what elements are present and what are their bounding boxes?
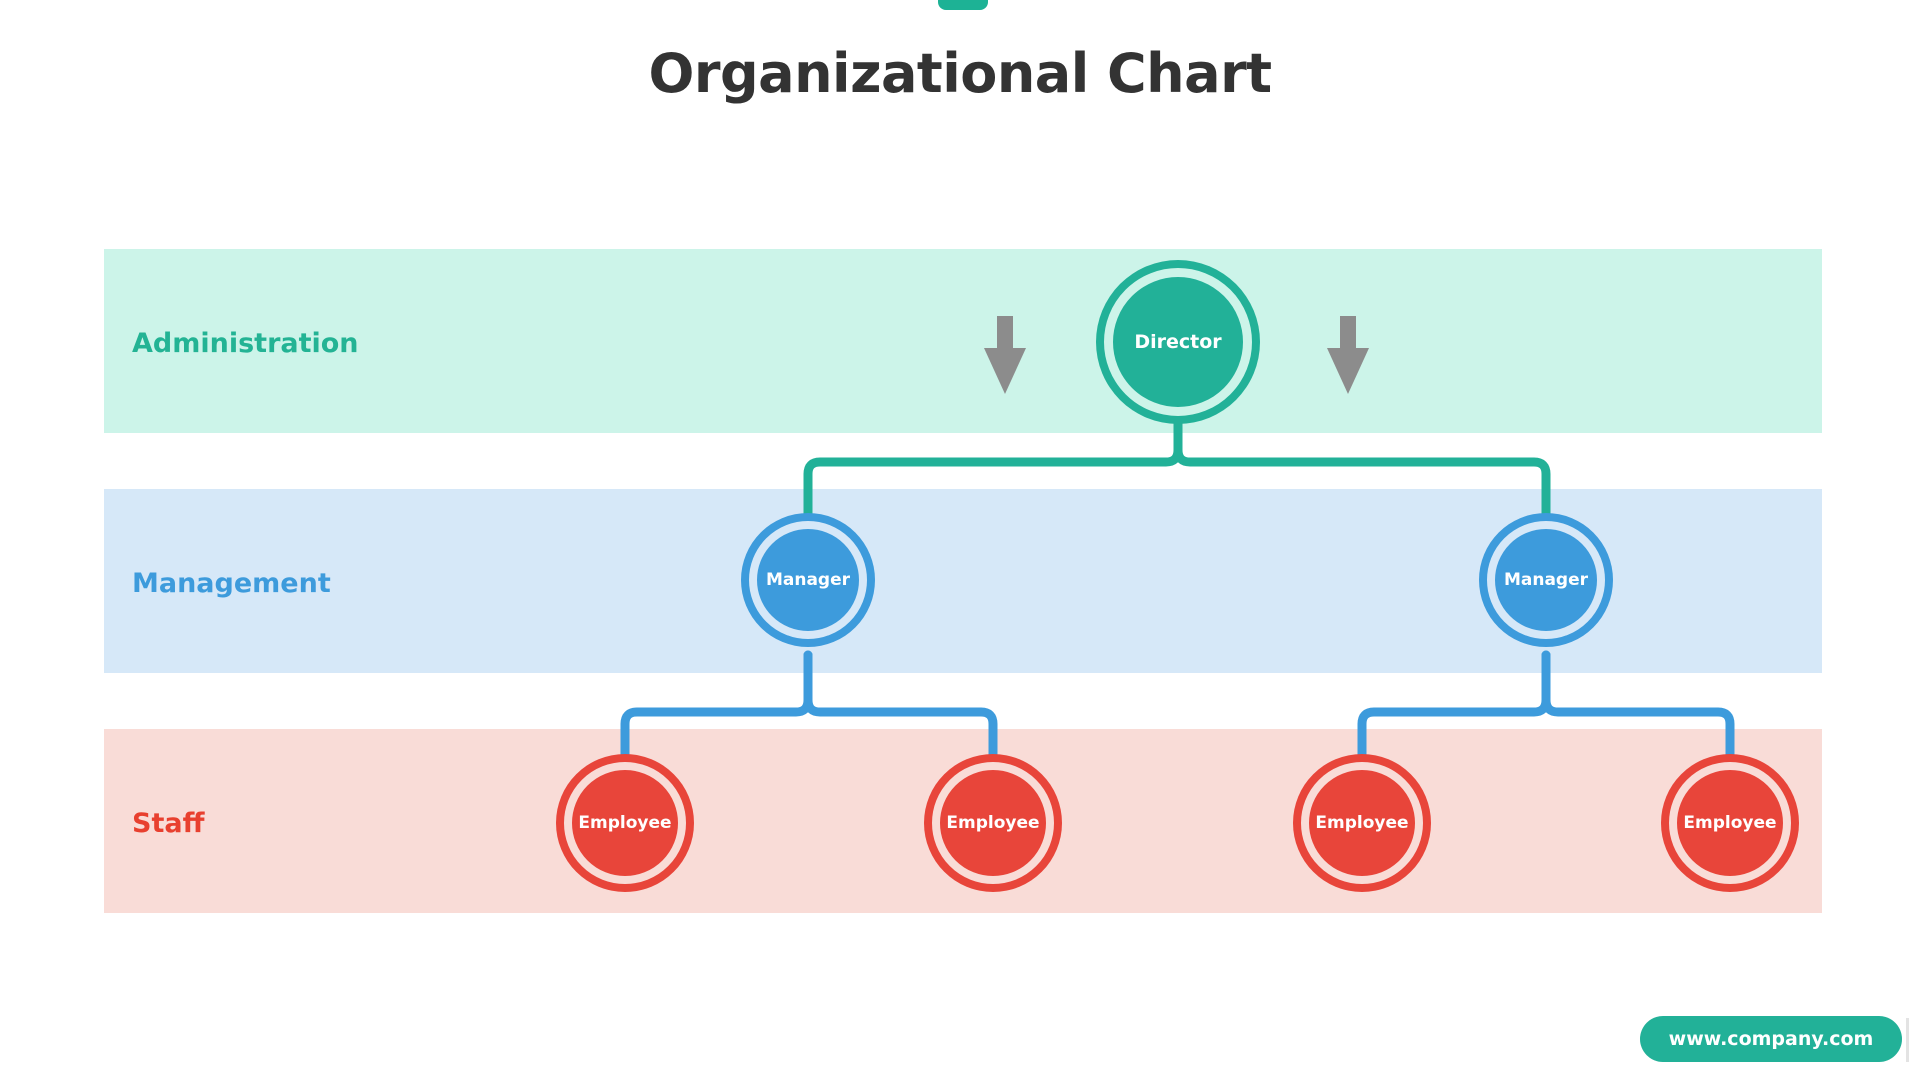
website-label: www.company.com [1668,1028,1874,1050]
row-label-staff: Staff [132,808,205,839]
top-tab-badge [938,0,988,10]
row-band-administration [104,249,1822,433]
connector-manager1-to-employee-1 [620,650,813,765]
page-title: Organizational Chart [648,42,1272,105]
node-manager-1[interactable]: Manager [749,521,867,639]
row-label-administration: Administration [132,328,359,359]
node-employee-3[interactable]: Employee [1301,762,1423,884]
node-employee-4-label: Employee [1683,813,1777,833]
node-employee-3-label: Employee [1315,813,1409,833]
footer-divider [1906,1018,1909,1062]
connector-manager2-to-employee-4 [1541,650,1735,765]
down-arrow-icon-right [1327,316,1369,394]
node-director[interactable]: Director [1104,268,1252,416]
down-arrow-icon-left [984,316,1026,394]
node-manager-2-label: Manager [1503,570,1589,590]
node-employee-2-label: Employee [946,813,1040,833]
row-label-management: Management [132,568,331,599]
node-employee-4[interactable]: Employee [1669,762,1791,884]
connector-director-to-manager-2 [1173,411,1551,521]
connector-manager2-to-employee-3 [1357,650,1551,765]
node-employee-2[interactable]: Employee [932,762,1054,884]
website-badge[interactable]: www.company.com [1640,1016,1902,1062]
node-director-label: Director [1134,331,1222,353]
connector-manager1-to-employee-2 [803,650,998,765]
node-manager-1-label: Manager [765,570,851,590]
connector-director-to-manager-1 [803,411,1183,521]
node-manager-2[interactable]: Manager [1487,521,1605,639]
node-employee-1[interactable]: Employee [564,762,686,884]
node-employee-1-label: Employee [578,813,672,833]
